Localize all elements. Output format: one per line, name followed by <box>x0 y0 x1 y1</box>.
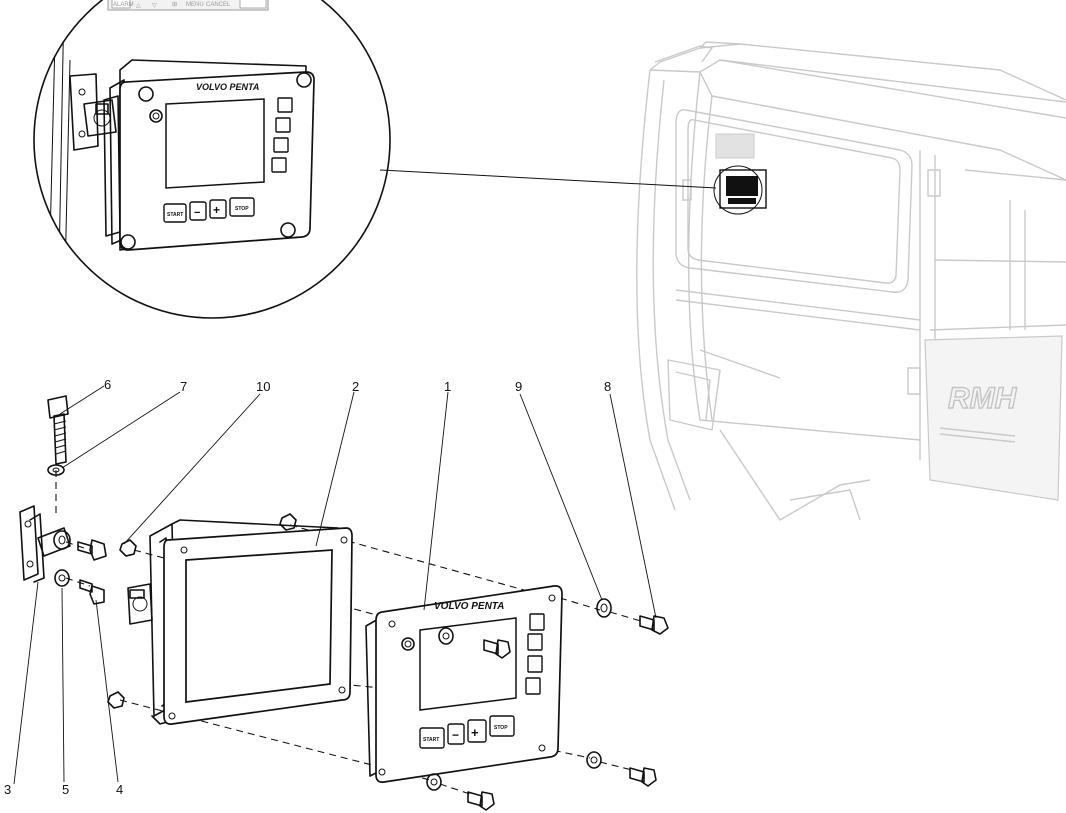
detail-side-button-4 <box>271 157 287 173</box>
panel-side-button-2 <box>527 633 543 651</box>
detail-view: ALARM △ ▽ ⊞ MENU CANCEL <box>33 0 391 319</box>
callout-6: 6 <box>104 377 111 392</box>
callout-9: 9 <box>515 379 522 394</box>
callout-4: 4 <box>116 782 123 797</box>
detail-reference-circle <box>713 165 763 215</box>
strip-cancel-label: CANCEL <box>206 2 231 8</box>
callout-10: 10 <box>256 379 270 394</box>
panel-stop-label: STOP <box>494 725 508 731</box>
callout-1: 1 <box>444 379 451 394</box>
panel-minus-label: − <box>452 728 459 742</box>
callout-2: 2 <box>352 379 359 394</box>
callout-3: 3 <box>4 782 11 797</box>
part-4-screws <box>77 539 107 605</box>
exploded-view: VOLVO PENTA START − + STOP <box>4 377 669 811</box>
strip-menu-label: MENU <box>186 2 204 8</box>
callout-leader-lines <box>13 385 657 785</box>
part-5-washer-a <box>53 530 71 550</box>
part-7-washer <box>47 464 65 476</box>
part-8-screws <box>467 615 669 811</box>
panel-brand: VOLVO PENTA <box>434 601 504 612</box>
detail-circle-outline <box>33 0 391 319</box>
callout-8: 8 <box>604 379 611 394</box>
callout-7: 7 <box>180 379 187 394</box>
part-3-hinge-bracket <box>19 505 71 583</box>
detail-stop-button <box>229 197 255 217</box>
strip-enter-icon: ⊞ <box>172 2 177 8</box>
detail-panel-screen <box>165 98 265 189</box>
detail-plus-label: + <box>213 203 220 217</box>
panel-screen <box>419 617 517 711</box>
callout-5: 5 <box>62 782 69 797</box>
detail-plus-button <box>209 199 227 219</box>
detail-side-button-2 <box>275 117 291 133</box>
panel-side-button-3 <box>527 655 543 673</box>
detail-stop-label: STOP <box>235 206 249 212</box>
cab-illustration: RMH <box>636 41 1066 521</box>
panel-start-button <box>419 727 445 749</box>
cab-logo-rmh: RMH <box>948 382 1018 415</box>
panel-side-button-1 <box>529 613 545 631</box>
panel-stop-button <box>489 715 515 737</box>
detail-top-strip: ALARM △ ▽ ⊞ MENU CANCEL <box>107 0 269 11</box>
detail-panel-brand: VOLVO PENTA <box>196 82 259 92</box>
detail-start-label: START <box>167 212 183 218</box>
strip-alarm-label: ALARM <box>113 2 134 8</box>
part-6-bolt <box>47 395 69 465</box>
detail-leader-line <box>379 169 717 189</box>
part-1-display-panel: VOLVO PENTA START − + STOP <box>365 585 563 783</box>
detail-side-button-1 <box>277 97 293 113</box>
panel-minus-button <box>447 723 465 745</box>
part-5-washer-b <box>54 569 70 587</box>
panel-side-button-4 <box>525 677 541 695</box>
part-2-housing-frame <box>127 519 353 725</box>
part-9-washers <box>426 598 612 791</box>
panel-plus-label: + <box>471 725 479 740</box>
strip-up-icon: △ <box>136 3 141 9</box>
panel-start-label: START <box>423 737 439 743</box>
strip-down-icon: ▽ <box>152 3 157 9</box>
detail-start-button <box>163 203 187 223</box>
detail-minus-label: − <box>194 207 200 219</box>
panel-plus-button <box>467 719 487 743</box>
detail-side-button-3 <box>273 137 289 153</box>
detail-minus-button <box>189 201 207 221</box>
